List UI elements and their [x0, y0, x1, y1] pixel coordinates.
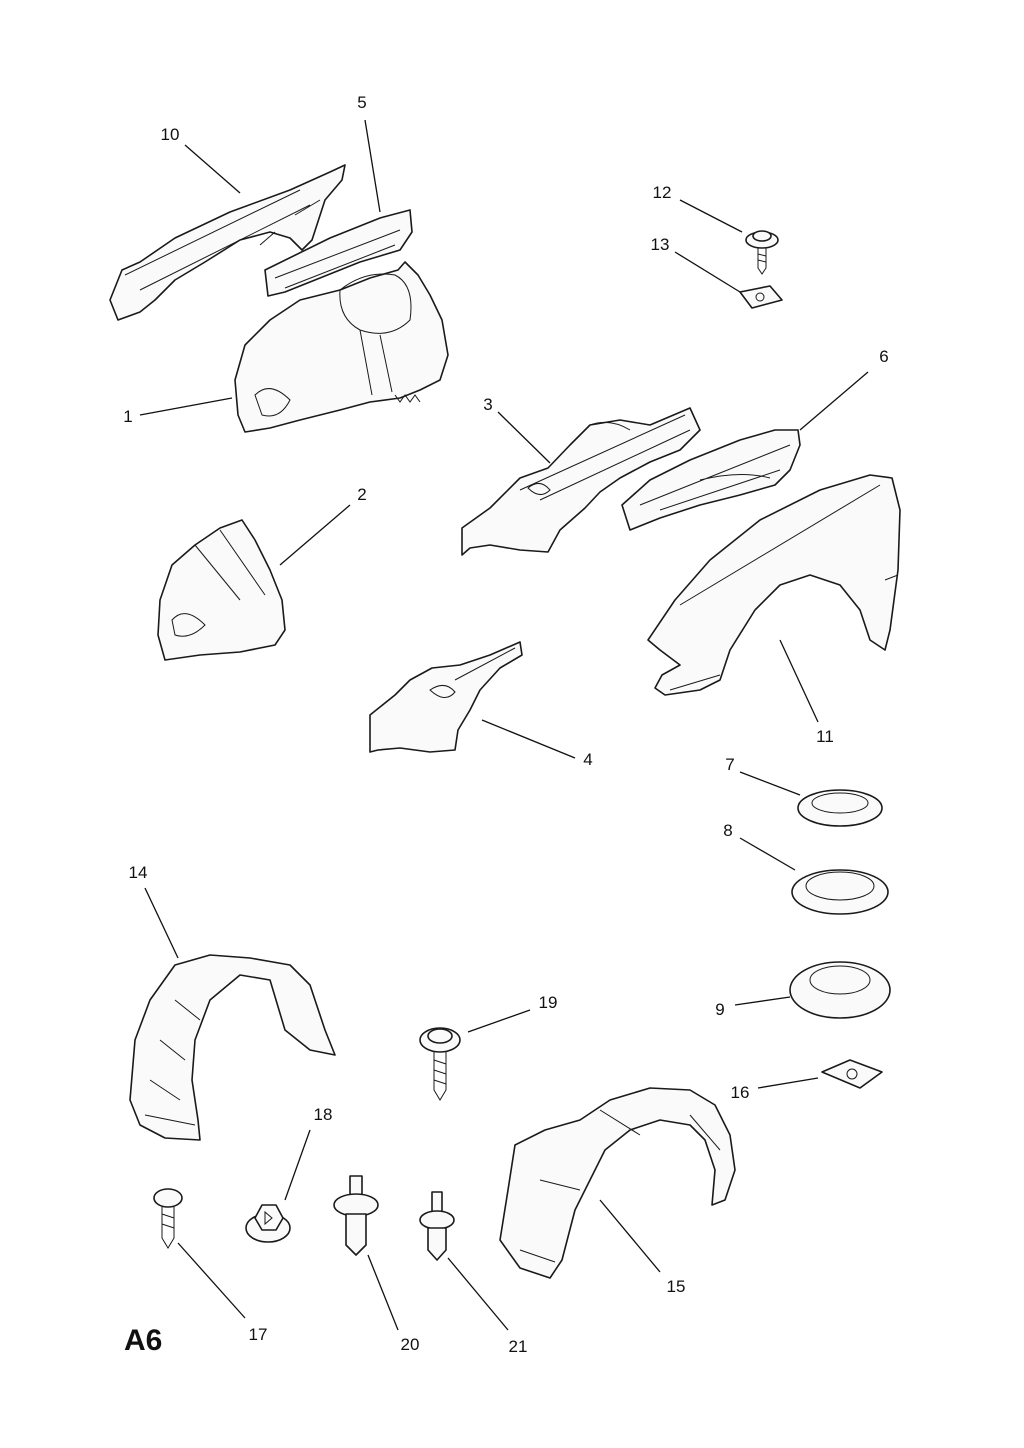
callout-7: 7	[725, 755, 734, 774]
part-15-wheel-arch-liner-rear	[499, 1087, 736, 1279]
callout-1: 1	[123, 407, 132, 426]
leader-19	[467, 1009, 531, 1033]
part-8-grommet-medium	[791, 869, 889, 915]
callout-9: 9	[715, 1000, 724, 1019]
leader-3	[497, 411, 551, 464]
callout-8: 8	[723, 821, 732, 840]
part-18-flange-nut	[245, 1204, 291, 1243]
part-3-front-side-member	[461, 407, 701, 556]
part-11-front-wing	[647, 474, 901, 696]
leader-lines	[139, 119, 869, 1331]
part-4-side-member-section	[369, 641, 523, 753]
leader-7	[739, 771, 801, 796]
leader-9	[734, 996, 791, 1006]
leader-6	[799, 371, 869, 431]
leader-21	[447, 1257, 509, 1331]
callout-17: 17	[249, 1325, 268, 1344]
callout-15: 15	[667, 1277, 686, 1296]
leader-18	[284, 1129, 311, 1201]
leader-16	[757, 1077, 819, 1089]
callout-21: 21	[509, 1337, 528, 1356]
callout-12: 12	[653, 183, 672, 202]
part-14-wheel-arch-liner-front	[129, 954, 336, 1141]
leader-14	[144, 887, 179, 959]
leader-12	[679, 199, 743, 233]
part-9-grommet-large	[789, 961, 891, 1019]
part-1-inner-wheel-arch-panel	[234, 261, 449, 433]
part-13-speed-nut	[739, 285, 783, 309]
callout-18: 18	[314, 1105, 333, 1124]
leader-17	[177, 1242, 246, 1319]
leader-10	[184, 144, 241, 194]
callout-5: 5	[357, 93, 366, 112]
callout-19: 19	[539, 993, 558, 1012]
callout-11: 11	[816, 727, 834, 746]
callout-2: 2	[357, 485, 366, 504]
callout-4: 4	[583, 750, 592, 769]
callout-14: 14	[129, 863, 148, 882]
leader-20	[367, 1254, 399, 1331]
callout-13: 13	[651, 235, 670, 254]
callout-6: 6	[879, 347, 888, 366]
callout-16: 16	[731, 1083, 750, 1102]
part-6-side-member-extension	[621, 429, 801, 531]
part-2-wheel-arch-front-section	[157, 519, 286, 661]
part-17-tapping-screw	[153, 1188, 183, 1249]
leader-5	[364, 119, 381, 213]
leader-2	[279, 504, 351, 566]
callout-10: 10	[161, 125, 180, 144]
page-code: A6	[124, 1324, 162, 1357]
part-20-expanding-rivet-large	[333, 1175, 379, 1256]
leader-1	[139, 397, 233, 416]
part-10-wing-support-panel	[109, 164, 346, 321]
callout-3: 3	[483, 395, 492, 414]
leader-8	[739, 837, 796, 871]
part-16-clip-nut	[821, 1059, 883, 1089]
part-21-expanding-rivet-small	[419, 1191, 455, 1261]
callout-20: 20	[401, 1335, 420, 1354]
part-12-screw-with-washer	[745, 230, 779, 275]
leader-4	[481, 719, 576, 759]
part-5-upper-side-rail	[264, 209, 413, 297]
leader-11	[779, 639, 819, 723]
part-7-grommet-small	[797, 789, 883, 827]
leader-15	[599, 1199, 661, 1273]
callout-numbers: 10 5 12 13 6 1 3 2 11 4 7 8 9 14 19 16 1…	[123, 93, 888, 1356]
leader-13	[674, 251, 741, 293]
part-19-self-tapping-screw	[419, 1027, 461, 1101]
